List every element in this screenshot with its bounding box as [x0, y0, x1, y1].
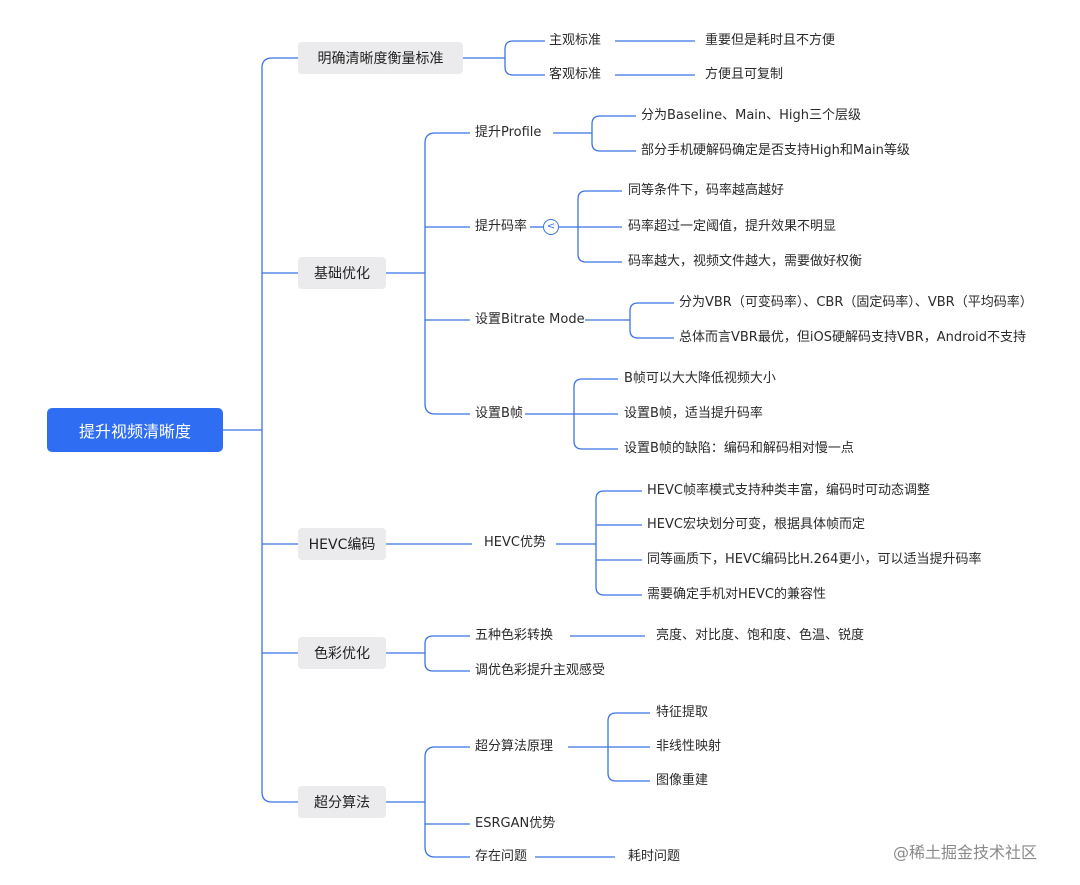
connector-line — [629, 329, 674, 339]
leaf-profile-hw-decode[interactable]: 部分手机硬解码确定是否支持High和Main等级 — [641, 143, 910, 158]
node-sr-principle[interactable]: 超分算法原理 — [475, 739, 554, 754]
connector-line — [504, 40, 545, 50]
connector-line — [591, 142, 636, 152]
branch-color-optimization[interactable]: 色彩优化 — [298, 637, 386, 669]
leaf-bitrate-threshold[interactable]: 码率超过一定阈值，提升效果不明显 — [628, 219, 837, 234]
connector-line — [573, 440, 618, 450]
leaf-hevc-compatibility[interactable]: 需要确定手机对HEVC的兼容性 — [647, 587, 826, 602]
leaf-color-params[interactable]: 亮度、对比度、饱和度、色温、锐度 — [656, 628, 865, 643]
connector-line — [424, 662, 470, 672]
leaf-objective-detail[interactable]: 方便且可复制 — [705, 67, 784, 82]
connector-line — [577, 190, 622, 200]
leaf-bitrate-higher-better[interactable]: 同等条件下，码率越高越好 — [628, 183, 785, 198]
connector-line — [573, 378, 618, 388]
branch-super-resolution[interactable]: 超分算法 — [298, 786, 386, 818]
connector-line — [424, 403, 470, 415]
connector-line — [261, 57, 298, 69]
watermark-text: @稀土掘金技术社区 — [893, 843, 1038, 862]
node-hevc-advantages[interactable]: HEVC优势 — [484, 535, 546, 550]
node-raise-profile[interactable]: 提升Profile — [475, 125, 542, 140]
node-b-frames[interactable]: 设置B帧 — [475, 406, 523, 421]
branch-hevc-encoding[interactable]: HEVC编码 — [298, 528, 386, 560]
connector-line — [261, 791, 298, 803]
leaf-hevc-macroblock[interactable]: HEVC宏块划分可变，根据具体帧而定 — [647, 517, 865, 532]
connector-line — [424, 132, 470, 144]
connector-line — [607, 772, 650, 782]
leaf-time-cost[interactable]: 耗时问题 — [628, 849, 681, 864]
node-bitrate-mode[interactable]: 设置Bitrate Mode — [475, 312, 585, 327]
node-color-subjective[interactable]: 调优色彩提升主观感受 — [475, 663, 606, 678]
leaf-bitrate-mode-types[interactable]: 分为VBR（可变码率）、CBR（固定码率）、VBR（平均码率） — [679, 295, 1033, 310]
collapse-icon[interactable]: < — [543, 219, 559, 235]
connector-line — [504, 66, 545, 76]
node-esrgan[interactable]: ESRGAN优势 — [475, 816, 556, 831]
leaf-bitrate-tradeoff[interactable]: 码率越大，视频文件越大，需要做好权衡 — [628, 254, 863, 269]
root-node[interactable]: 提升视频清晰度 — [47, 408, 223, 452]
leaf-bframe-size[interactable]: B帧可以大大降低视频大小 — [624, 371, 776, 386]
node-raise-bitrate[interactable]: 提升码率 — [475, 219, 528, 234]
node-objective-standard[interactable]: 客观标准 — [549, 67, 602, 82]
leaf-subjective-detail[interactable]: 重要但是耗时且不方便 — [705, 33, 836, 48]
leaf-bframe-bitrate[interactable]: 设置B帧，适当提升码率 — [624, 406, 763, 421]
connector-line — [577, 253, 622, 263]
node-existing-issues[interactable]: 存在问题 — [475, 849, 528, 864]
leaf-hevc-size[interactable]: 同等画质下，HEVC编码比H.264更小，可以适当提升码率 — [647, 552, 982, 567]
node-color-conversions[interactable]: 五种色彩转换 — [475, 628, 554, 643]
connector-line — [629, 302, 674, 312]
connector-line — [595, 586, 642, 596]
leaf-profile-levels[interactable]: 分为Baseline、Main、High三个层级 — [641, 108, 862, 123]
leaf-bitrate-mode-vbr-best[interactable]: 总体而言VBR最优，但iOS硬解码支持VBR，Android不支持 — [679, 330, 1027, 345]
leaf-image-reconstruction[interactable]: 图像重建 — [656, 773, 709, 788]
node-subjective-standard[interactable]: 主观标准 — [549, 33, 602, 48]
branch-basic-optimization[interactable]: 基础优化 — [298, 257, 386, 289]
connector-line — [424, 635, 470, 645]
connector-line — [591, 115, 636, 125]
leaf-nonlinear-mapping[interactable]: 非线性映射 — [656, 739, 722, 754]
connector-line — [607, 712, 650, 722]
connector-line — [424, 746, 470, 758]
leaf-feature-extraction[interactable]: 特征提取 — [656, 705, 709, 720]
leaf-hevc-framerate[interactable]: HEVC帧率模式支持种类丰富，编码时可动态调整 — [647, 483, 930, 498]
branch-clarity-standard[interactable]: 明确清晰度衡量标准 — [298, 42, 463, 74]
connector-line — [424, 846, 470, 858]
connector-line — [595, 490, 642, 500]
leaf-bframe-drawback[interactable]: 设置B帧的缺陷：编码和解码相对慢一点 — [624, 441, 854, 456]
